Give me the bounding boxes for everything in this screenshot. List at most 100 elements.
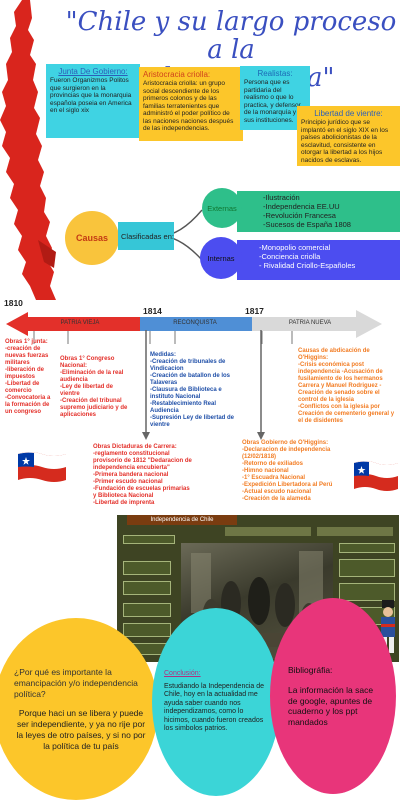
col-line: Causas de abdicación de (298, 348, 370, 354)
note-aristocracia-heading: Aristocracia criolla: (143, 70, 211, 79)
clasificadas-label: Clasificadas en: (121, 231, 174, 241)
col-line: -Actual escudo nacional (242, 489, 312, 495)
col-line: -Conflictos con la iglesia por (298, 404, 381, 410)
soldier-icon (381, 600, 395, 653)
note-junta-body: Fueron Organizmos Politos que surgieron … (50, 77, 132, 114)
bibliography-circle: Bibliográfia: La información la sace de … (270, 598, 396, 794)
col-line: independencia encubierta" (93, 465, 170, 471)
col-line: -reglamento constitucional (93, 451, 170, 457)
col-line: Obras 1° junta: (5, 339, 48, 345)
col-line: fusilamiento de los hermanos (298, 376, 383, 382)
picture-box (339, 559, 395, 577)
answer-text: Porque haci un se libera y puede ser ind… (16, 707, 146, 751)
col-line: la formación de (5, 402, 50, 408)
col-line: Creación de senado sobre el (298, 390, 380, 396)
conclusion-circle: Conclusión: Estudiando la Independencia … (152, 608, 280, 796)
question-circle: ¿Por qué es importante la emancipación y… (0, 618, 158, 800)
col-line: -Libertad de imprenta (93, 500, 155, 506)
chile-flag-icon (18, 452, 66, 482)
timeline-arrows (142, 330, 265, 440)
col-line: -Restablecimiento Real (150, 401, 217, 407)
col-line: O'Higgins: (298, 355, 329, 361)
note-junta-heading: Junta De Gobierno: (58, 67, 128, 76)
col-line: -liberación de (5, 367, 45, 373)
timeline-patria-nueva-bar (252, 310, 382, 338)
bibliography-body: La información la sace de google, apunte… (288, 685, 374, 727)
col-line: -Ley de libertad de (60, 384, 114, 390)
note-libertad: Libertad de vientre: Principio jurídico … (297, 106, 400, 166)
col-line: instituto Nacional (150, 394, 201, 400)
col-line: -Retorno de exiliados (242, 461, 304, 467)
col-line: nuevas fuerzas (5, 353, 49, 359)
conclusion-heading: Conclusión: (164, 670, 201, 678)
obras-primer-congreso: Obras 1° Congreso Nacional: -Eliminación… (60, 356, 142, 419)
externas-label: Externas (207, 203, 237, 213)
col-line: vientre (150, 422, 170, 428)
picture-box (123, 581, 171, 595)
timeline (6, 310, 382, 344)
col-line: -Clausura de Biblioteca e (150, 387, 222, 393)
title-line-1: "Chile y su largo proceso a la (65, 7, 397, 65)
external-item: -Sucesos de España 1808 (263, 220, 351, 229)
col-line: -Himno nacional (242, 468, 289, 474)
col-line: -Creación de batallon de los (150, 373, 231, 379)
internal-item: -Monopolio comercial (259, 243, 331, 252)
picture-box (123, 623, 171, 637)
year-1817: 1817 (245, 306, 264, 316)
year-1814: 1814 (143, 306, 162, 316)
col-line: Obras 1° Congreso (60, 356, 115, 362)
period-patria-vieja: PATRIA VIEJA (60, 320, 100, 326)
internal-causes-box: -Monopolio comercial -Conciencia criolla… (237, 240, 400, 280)
internal-item: -Conciencia criolla (259, 252, 321, 261)
externas-circle: Externas (202, 188, 242, 228)
note-libertad-heading: Libertad de vientre: (314, 109, 383, 118)
col-line: (12/02/1818) (242, 454, 277, 460)
note-realistas-heading: Realistas: (257, 69, 293, 78)
timeline-patria-vieja-bar (6, 312, 140, 336)
col-line: audiencia (60, 377, 88, 383)
col-line: -Creación de la alameda (242, 496, 311, 502)
note-aristocracia: Aristocracia criolla: Aristocracia criol… (139, 67, 243, 141)
col-line: control de la iglesia (298, 397, 355, 403)
col-line: -Libertad de (5, 381, 40, 387)
col-line: -Creación de tribunales de (150, 359, 226, 365)
picture-box (339, 583, 395, 601)
col-line: comercio (5, 388, 32, 394)
note-aristocracia-body: Aristocracia criolla: un grupo social de… (143, 80, 234, 132)
col-line: Vindicacion (150, 366, 184, 372)
chile-map-icon (0, 0, 56, 300)
picture-title: Independencia de Chile (127, 515, 237, 525)
col-line: Obras Gobierno de O'Higgins: (242, 440, 329, 446)
internal-item: - Rivalidad Criollo-Españoles (259, 261, 356, 270)
year-1810: 1810 (4, 298, 23, 308)
obras-gobierno-ohiggins: Obras Gobierno de O'Higgins: -Declaracio… (242, 440, 358, 503)
timeline-reconquista-bar (140, 317, 252, 331)
picture-header-box (225, 527, 311, 536)
picture-header-box (317, 527, 393, 536)
col-line: -Convocatoria a (5, 395, 51, 401)
col-line: -Fundación de escuelas primarias (93, 486, 190, 492)
col-line: -Crisis económica post (298, 362, 365, 368)
note-realistas-body: Persona que es partidaria del realismo o… (244, 79, 301, 124)
col-line: Carrera y Manuel Rodriguez - (298, 383, 382, 389)
chile-flag-icon (354, 461, 398, 491)
note-libertad-body: Principio jurídico que se implantó en el… (301, 119, 389, 164)
picture-box (339, 543, 395, 553)
obras-primera-junta: Obras 1° junta: -creación de nuevas fuer… (5, 339, 65, 416)
picture-box (123, 603, 171, 617)
external-item: -Ilustración (263, 193, 300, 202)
period-patria-nueva: PATRIA NUEVA (288, 320, 332, 326)
causas-label: Causas (75, 233, 109, 243)
internas-label: Internas (207, 253, 235, 263)
col-line: supremo judiciario y de (60, 405, 128, 411)
col-line: -creación de (5, 346, 41, 352)
period-reconquista: RECONQUISTA (173, 320, 217, 326)
col-line: Talaveras (150, 380, 178, 386)
col-line: el de disidentes (298, 418, 344, 424)
col-line: -Expedición Libertadora al Perú (242, 482, 333, 488)
causas-circle: Causas (65, 211, 119, 265)
col-line: un congreso (5, 409, 42, 415)
medidas-reconquista: Medidas: -Creación de tribunales de Vind… (150, 352, 262, 429)
note-junta: Junta De Gobierno: Fueron Organizmos Pol… (46, 64, 140, 138)
col-line: Audiencia (150, 408, 179, 414)
